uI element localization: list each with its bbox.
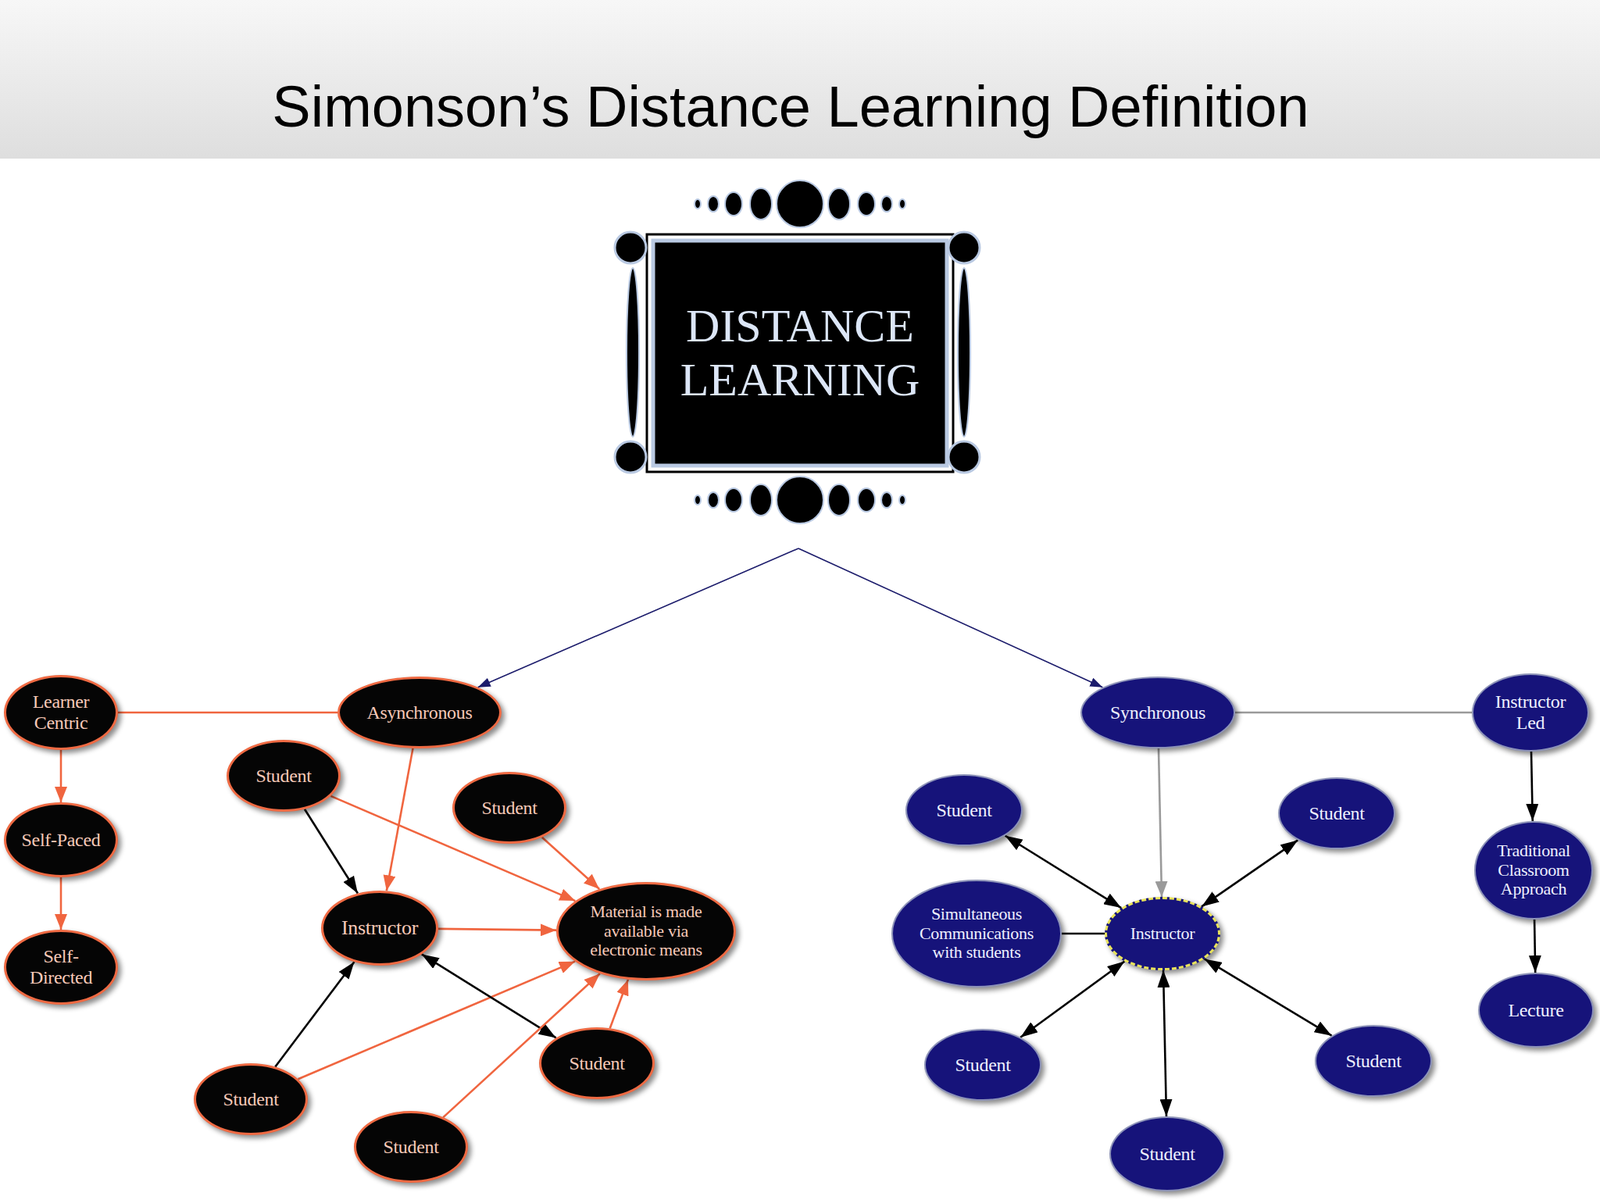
ellipse-node: Instructor — [1104, 896, 1221, 971]
node-label: Lecture — [1496, 1000, 1575, 1022]
node-label: Instructor — [332, 916, 427, 940]
logo-bead — [857, 192, 875, 216]
ellipse-node: Student — [353, 1110, 468, 1183]
ellipse-node: Asynchronous — [337, 676, 502, 749]
logo-corner — [948, 441, 980, 473]
logo-bead — [828, 484, 850, 516]
node-label: Simultaneous Communications with student… — [914, 904, 1040, 963]
logo-bead — [750, 188, 772, 220]
ellipse-node: Instructor — [321, 890, 439, 966]
connector-arrow — [60, 750, 63, 803]
connector-arrow — [438, 928, 557, 931]
logo-corner — [614, 441, 647, 473]
ellipse-node: Student — [905, 774, 1023, 847]
connector-arrow — [1163, 970, 1167, 1117]
logo-bead — [725, 488, 743, 512]
logo-bead — [899, 495, 906, 505]
logo-bead — [707, 196, 719, 212]
node-label: Learner Centric — [21, 691, 100, 734]
connector-arrow — [798, 548, 1103, 688]
node-label: Student — [1297, 803, 1376, 825]
logo-bead — [881, 492, 893, 508]
logo-bead — [707, 492, 719, 508]
connector-arrow — [542, 837, 600, 890]
ellipse-node: Material is made available via electroni… — [556, 882, 736, 981]
logo-bead — [828, 188, 850, 220]
connector-arrow — [1061, 932, 1105, 936]
connector-arrow — [1204, 958, 1333, 1036]
logo-bead — [899, 199, 906, 209]
connector-arrow — [298, 961, 575, 1080]
logo-corner — [948, 232, 980, 264]
ellipse-node: Student — [1314, 1025, 1433, 1097]
logo-bead — [881, 196, 893, 212]
node-label: Asynchronous — [360, 702, 479, 724]
logo-bead — [694, 199, 701, 209]
ellipse-node: Instructor Led — [1471, 673, 1590, 752]
ellipse-node: Self-Paced — [3, 802, 118, 878]
connector-arrow — [1534, 919, 1536, 973]
ellipse-node: Student — [452, 771, 567, 844]
node-label: Student — [943, 1054, 1022, 1076]
ellipse-node: Synchronous — [1080, 676, 1236, 749]
node-label: Instructor — [1121, 924, 1204, 944]
connector-arrow — [478, 548, 799, 688]
connector-arrow — [1158, 748, 1162, 897]
logo-box — [653, 240, 947, 466]
connector-arrow — [610, 979, 629, 1029]
node-label: Student — [244, 765, 323, 787]
connector-arrow — [275, 961, 354, 1067]
logo-bead — [776, 476, 824, 524]
node-label: Student — [371, 1136, 450, 1158]
ellipse-node: Traditional Classroom Approach — [1474, 821, 1594, 920]
logo-bead — [694, 495, 701, 505]
ellipse-node: Learner Centric — [3, 675, 118, 750]
connector-arrow — [386, 748, 414, 891]
node-label: Material is made available via electroni… — [583, 902, 709, 961]
ellipse-node: Student — [1109, 1116, 1225, 1192]
ellipse-node: Self-Directed — [3, 929, 118, 1005]
node-label: Synchronous — [1103, 702, 1213, 724]
node-label: Student — [925, 800, 1004, 822]
logo-bead — [725, 192, 743, 216]
node-label: Self-Directed — [21, 946, 100, 989]
logo-bead — [857, 488, 875, 512]
connector-arrow — [421, 953, 557, 1038]
logo-corner — [614, 232, 647, 264]
connector-arrow — [117, 711, 338, 715]
node-label: Student — [557, 1053, 636, 1075]
node-label: Traditional Classroom Approach — [1492, 841, 1575, 900]
logo-outline — [646, 234, 954, 472]
node-label: Student — [1128, 1143, 1207, 1165]
connector-arrow — [1020, 960, 1125, 1037]
node-label: Self-Paced — [15, 829, 107, 851]
node-label: Student — [1334, 1050, 1413, 1072]
node-label: Instructor Led — [1489, 691, 1572, 734]
logo-bar — [626, 267, 640, 437]
connector-arrow — [304, 809, 358, 894]
ellipse-node: Student — [539, 1027, 655, 1100]
connector-arrow — [1531, 751, 1533, 822]
node-label: Student — [211, 1089, 290, 1111]
logo-title: DISTANCE LEARNING — [667, 299, 933, 408]
ellipse-node: Lecture — [1478, 972, 1594, 1048]
connector-arrow — [60, 877, 63, 930]
logo-bead — [776, 180, 824, 228]
ellipse-node: Student — [924, 1028, 1042, 1101]
ellipse-node: Student — [193, 1063, 308, 1136]
connector-arrow — [1235, 711, 1472, 715]
logo-node: DISTANCE LEARNING — [612, 173, 985, 549]
node-label: Student — [470, 797, 549, 819]
ellipse-node: Student — [1278, 777, 1396, 850]
page-title: Simonson’s Distance Learning Definition — [0, 71, 1582, 143]
logo-bar — [957, 267, 971, 437]
ellipse-node: Simultaneous Communications with student… — [891, 879, 1062, 987]
ellipse-node: Student — [226, 739, 341, 812]
logo-bead — [750, 484, 772, 516]
connector-arrow — [1201, 839, 1298, 907]
